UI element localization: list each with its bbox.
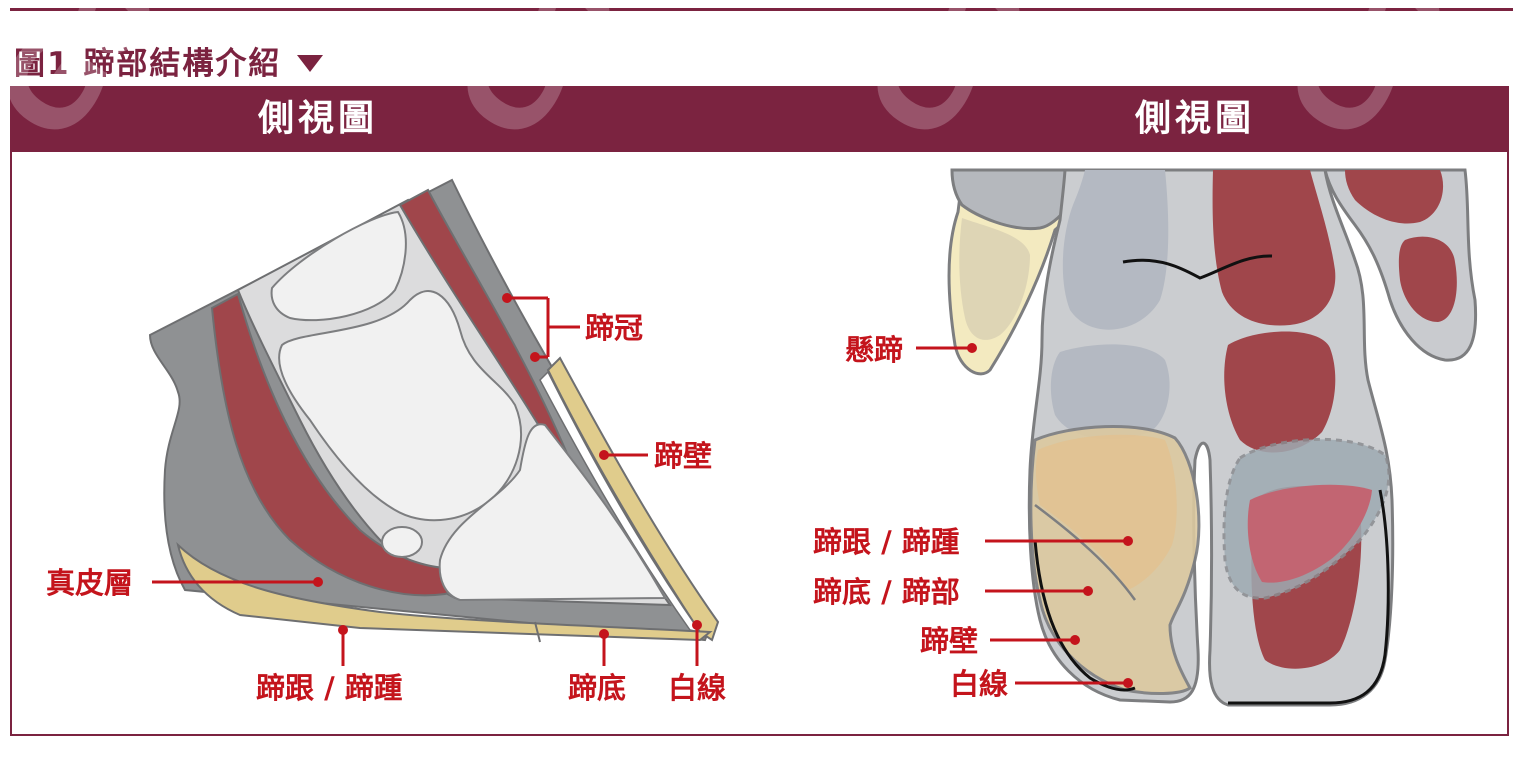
- label-sole-right: 蹄底 / 蹄部: [813, 575, 960, 609]
- hoof-sole-base: [176, 541, 713, 642]
- label-white-line-right: 白線: [950, 667, 1008, 701]
- svg-text:GoFar: GoFar: [0, 0, 311, 167]
- pastern-bone: [270, 210, 407, 322]
- right-digit-muscle-upper: [1212, 170, 1336, 326]
- watermark-logo: GoFar GoFar GoFar GoFar: [0, 0, 1523, 167]
- label-heel: 蹄跟 / 蹄踵: [256, 671, 403, 705]
- hoof-wall-strip: [546, 356, 720, 642]
- label-white-line: 白線: [668, 671, 726, 705]
- label-wall: 蹄壁: [654, 439, 712, 473]
- label-coronet: 蹄冠: [585, 311, 643, 345]
- label-dewclaw: 懸蹄: [845, 333, 903, 367]
- figure-title: 圖1 蹄部結構介紹: [14, 40, 324, 82]
- left-panel-title: 側視圖: [257, 98, 378, 139]
- left-pointers: [152, 293, 702, 666]
- coffin-bone: [438, 423, 667, 602]
- right-panel-title: 側視圖: [1134, 98, 1255, 139]
- svg-text:GoFar: GoFar: [430, 0, 771, 167]
- svg-text:GoFar: GoFar: [840, 0, 1181, 167]
- panel-header-band: [10, 86, 1509, 152]
- right-digit-muscle-middle: [1224, 331, 1336, 453]
- right-pointers: [916, 343, 1133, 688]
- navicular-bone: [381, 526, 423, 558]
- triangle-down-icon: [297, 54, 324, 72]
- label-wall-right: 蹄壁: [920, 624, 978, 658]
- top-rule: [10, 8, 1513, 11]
- svg-text:GoFar: GoFar: [1260, 0, 1523, 167]
- label-dermis: 真皮層: [46, 566, 133, 600]
- coffin-joint-bone: [278, 290, 522, 522]
- figure-title-text: 圖1 蹄部結構介紹: [14, 45, 282, 82]
- foot-view: 懸蹄 蹄跟 / 蹄踵 蹄底 / 蹄部 蹄壁 白線: [813, 168, 1478, 707]
- side-view-hoof: 蹄冠 蹄壁 真皮層 蹄跟 / 蹄踵 蹄底 白線: [46, 178, 726, 705]
- label-heel-right: 蹄跟 / 蹄踵: [813, 525, 960, 559]
- label-sole: 蹄底: [568, 671, 626, 705]
- figure-frame: [10, 86, 1509, 736]
